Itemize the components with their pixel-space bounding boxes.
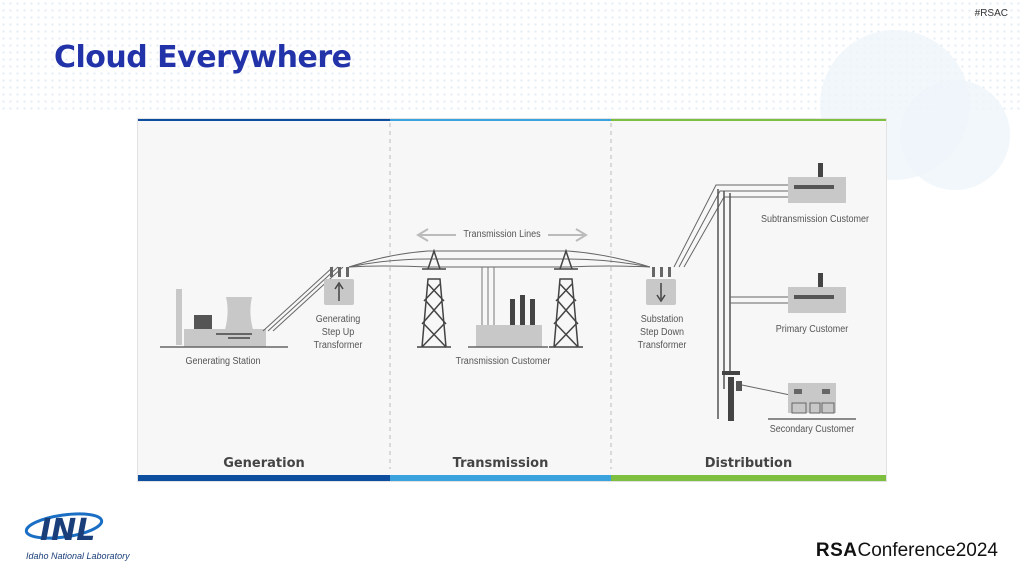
decorative-bubble — [900, 80, 1010, 190]
rsa-bold-text: RSA — [815, 540, 858, 561]
transmission-line — [348, 265, 651, 268]
generation-color-bar — [138, 475, 390, 481]
label-step-down-line-3: Transformer — [637, 340, 687, 351]
step-down-transformer-icon — [646, 267, 676, 305]
transmission-customer-icon — [468, 267, 548, 348]
label-transmission-customer: Transmission Customer — [455, 356, 551, 367]
inl-logo-text: INL — [40, 513, 95, 548]
label-step-up-line-1: Generating — [315, 314, 361, 325]
step-up-transformer-icon — [324, 267, 354, 305]
rsa-conference-logo: RSAConference2024 — [816, 540, 998, 562]
distribution-top-line — [611, 119, 886, 121]
grid-illustration — [160, 123, 856, 469]
generating-station-icon — [160, 289, 288, 348]
label-generating-station: Generating Station — [185, 356, 261, 367]
section-distribution: Distribution — [704, 456, 793, 471]
inl-name: Idaho National Laboratory — [26, 551, 130, 561]
label-step-down-line-2: Step Down — [639, 327, 685, 338]
inl-logo: INL — [24, 512, 104, 548]
feeder-line — [267, 266, 339, 332]
label-subtransmission-customer: Subtransmission Customer — [760, 214, 870, 225]
power-grid-diagram: Generating Station Generating Step Up Tr… — [137, 118, 887, 482]
transmission-lines-arrow — [416, 228, 588, 242]
primary-customer-icon — [788, 273, 846, 313]
label-step-down-line-1: Substation — [640, 314, 684, 325]
label-transmission-lines: Transmission Lines — [463, 229, 541, 240]
distribution-line — [683, 196, 788, 268]
transmission-tower-icon — [549, 248, 583, 348]
section-transmission: Transmission — [452, 456, 549, 471]
feeder-line — [272, 266, 344, 332]
label-primary-customer: Primary Customer — [775, 324, 849, 335]
label-step-up-line-3: Transformer — [313, 340, 363, 351]
rsa-year-text: 2024 — [955, 540, 998, 561]
transmission-color-bar — [390, 475, 611, 481]
distribution-line — [678, 190, 788, 268]
subtransmission-customer-icon — [788, 163, 846, 203]
label-step-up-line-2: Step Up — [321, 327, 355, 338]
utility-pole-icon — [722, 371, 791, 421]
secondary-customer-icon — [768, 383, 856, 420]
feeder-line — [262, 266, 334, 332]
distribution-color-bar — [611, 475, 886, 481]
transmission-top-line — [390, 119, 611, 121]
transmission-line — [348, 250, 651, 268]
hashtag: #RSAC — [974, 8, 1008, 19]
distribution-line — [673, 184, 788, 268]
label-secondary-customer: Secondary Customer — [769, 424, 855, 435]
section-generation: Generation — [223, 456, 305, 471]
rsa-conference-text: Conference — [857, 540, 956, 561]
generation-top-line — [138, 119, 390, 121]
transmission-tower-icon — [417, 248, 451, 348]
slide-title: Cloud Everywhere — [54, 40, 352, 75]
